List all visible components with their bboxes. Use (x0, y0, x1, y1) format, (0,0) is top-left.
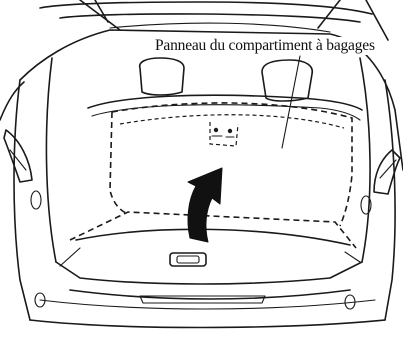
cargo-floor (60, 229, 360, 266)
liftgate-frame (40, 0, 388, 40)
up-arrow-icon (188, 168, 222, 242)
luggage-panel-callout-label: Panneau du compartiment à bagages (153, 37, 377, 55)
luggage-panel-outline (70, 56, 356, 248)
rear-seats (88, 58, 362, 120)
